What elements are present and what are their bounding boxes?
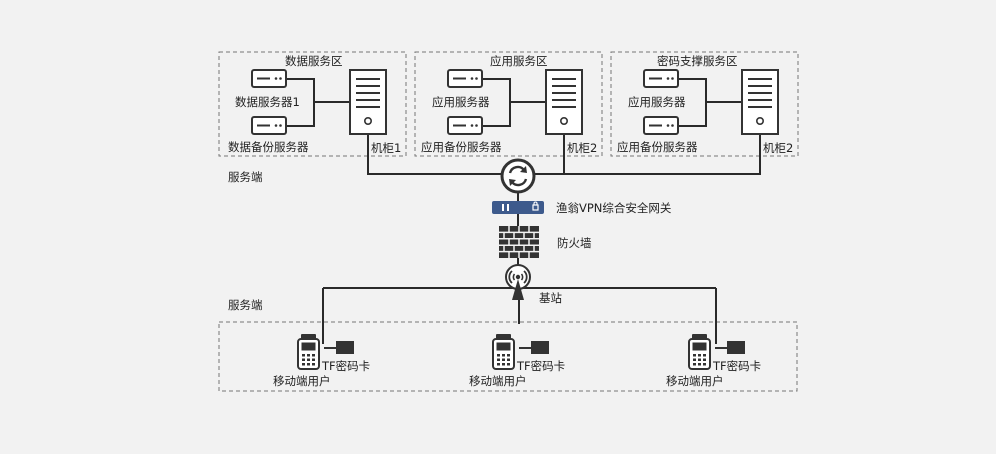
zone-box-crypto [610, 51, 799, 157]
switch-icon [500, 158, 536, 194]
base-station-icon [505, 264, 531, 300]
firewall-icon [499, 226, 539, 258]
server-icon [643, 116, 679, 135]
backup-server-label: 应用备份服务器 [617, 140, 698, 154]
vpn-gateway-icon [492, 201, 544, 214]
zone-box-data [218, 51, 407, 157]
tf-card-icon [519, 341, 549, 354]
cabinet-icon [741, 69, 779, 135]
tf-card-label: TF密码卡 [322, 359, 371, 373]
zone-box-app [414, 51, 603, 157]
mobile-user-label: 移动端用户 [273, 374, 331, 388]
server-icon [251, 69, 287, 88]
server-icon [643, 69, 679, 88]
cabinet-icon [545, 69, 583, 135]
backup-server-label: 应用备份服务器 [421, 140, 502, 154]
mobile-phone-icon [297, 334, 320, 370]
cabinet-label: 机柜2 [763, 141, 794, 155]
base-station-label: 基站 [539, 291, 562, 305]
cabinet-label: 机柜2 [567, 141, 598, 155]
tf-card-icon [324, 341, 354, 354]
zone-title-data: 数据服务区 [285, 54, 343, 68]
tf-card-icon [715, 341, 745, 354]
firewall-label: 防火墙 [557, 236, 592, 250]
tf-card-label: TF密码卡 [517, 359, 566, 373]
cabinet-label: 机柜1 [371, 141, 402, 155]
mobile-user-label: 移动端用户 [469, 374, 527, 388]
server-label: 应用服务器 [432, 95, 490, 109]
server-side-label: 服务端 [228, 170, 263, 184]
gateway-label: 渔翁VPN综合安全网关 [556, 201, 672, 215]
zone-title-app: 应用服务区 [490, 54, 548, 68]
mobile-user-label: 移动端用户 [666, 374, 724, 388]
cabinet-icon [349, 69, 387, 135]
mobile-phone-icon [688, 334, 711, 370]
zone-box-clients [218, 321, 798, 392]
server-label: 数据服务器1 [235, 95, 300, 109]
server-icon [447, 116, 483, 135]
zone-title-crypto: 密码支撑服务区 [657, 54, 738, 68]
server-label: 应用服务器 [628, 95, 686, 109]
server-icon [251, 116, 287, 135]
server-icon [447, 69, 483, 88]
tf-card-label: TF密码卡 [713, 359, 762, 373]
mobile-phone-icon [492, 334, 515, 370]
client-side-label: 服务端 [228, 298, 263, 312]
backup-server-label: 数据备份服务器 [228, 140, 309, 154]
